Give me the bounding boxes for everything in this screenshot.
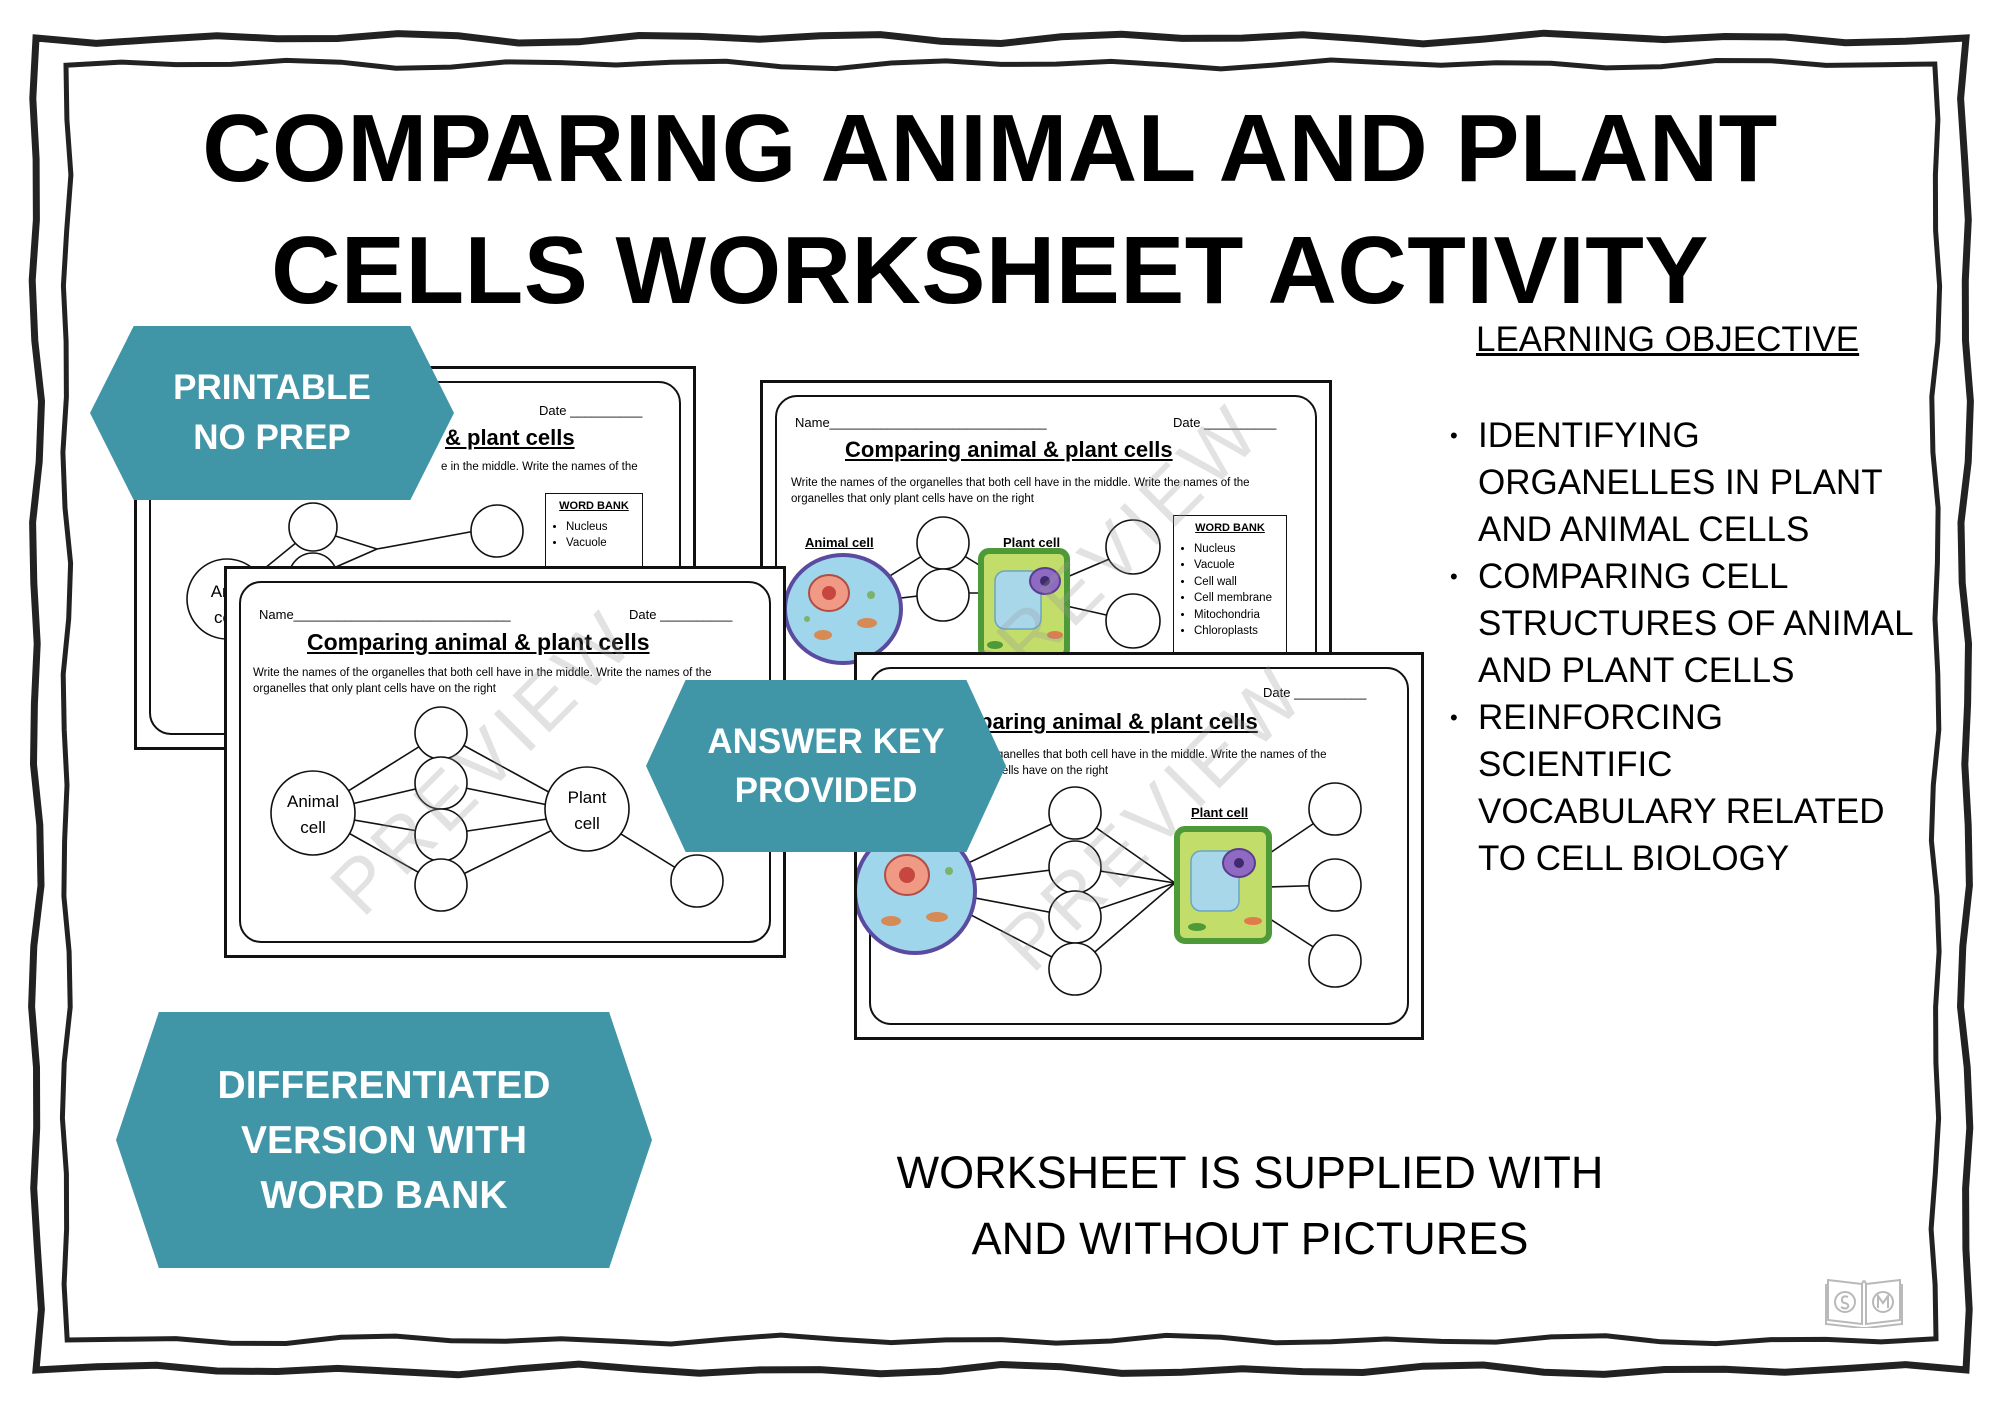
date-field: Date __________ xyxy=(1263,685,1367,700)
learning-objective-list: IDENTIFYING ORGANELLES IN PLANT AND ANIM… xyxy=(1450,412,1920,882)
organelle-circle xyxy=(1308,934,1362,988)
date-field: Date __________ xyxy=(1173,415,1277,430)
worksheet-preview-front-left: Name______________________________ Date … xyxy=(224,566,786,958)
organelle-circle xyxy=(470,504,524,558)
name-field: Name______________________________ xyxy=(795,415,1047,430)
organelle-circle xyxy=(288,502,338,552)
learning-objective-item: IDENTIFYING ORGANELLES IN PLANT AND ANIM… xyxy=(1450,412,1920,553)
pictures-note-line-1: WORKSHEET IS SUPPLIED WITH xyxy=(896,1147,1604,1198)
worksheet-title: paring animal & plant cells xyxy=(979,709,1258,734)
worksheet-title: & plant cells xyxy=(445,425,575,450)
organelle-diagram xyxy=(857,782,1362,996)
date-field: Date __________ xyxy=(539,403,643,418)
animal-cell-label: Animal cell xyxy=(805,535,874,550)
organelle-circle xyxy=(1105,593,1161,649)
animal-cell-picture xyxy=(857,827,977,955)
organelle-diagram xyxy=(270,706,724,912)
organelle-circle xyxy=(1105,519,1161,575)
worksheet-instructions: e organelles that both cell have in the … xyxy=(977,749,1327,777)
answer-key-badge: ANSWER KEY PROVIDED xyxy=(646,680,1006,852)
word-bank: WORD BANK Nucleus Vacuole Cell wall Cell… xyxy=(1173,515,1287,667)
plant-cell-circle xyxy=(544,766,630,852)
badge-line: PRINTABLE xyxy=(173,368,371,407)
organelle-circle xyxy=(1308,782,1362,836)
word-bank-item: Cell wall xyxy=(1194,574,1286,591)
printable-no-prep-badge: PRINTABLE NO PREP xyxy=(90,326,454,500)
pictures-note: WORKSHEET IS SUPPLIED WITH AND WITHOUT P… xyxy=(820,1140,1680,1272)
word-bank-item: Cell membrane xyxy=(1194,590,1286,607)
organelle-circle xyxy=(1048,942,1102,996)
learning-objective-item: REINFORCING SCIENTIFIC VOCABULARY RELATE… xyxy=(1450,694,1920,882)
title-line-2: CELLS WORKSHEET ACTIVITY xyxy=(271,217,1709,324)
book-logo-icon xyxy=(1825,1278,1903,1328)
organelle-circle xyxy=(916,568,970,622)
plant-cell-label: Plant cell xyxy=(1003,535,1061,550)
worksheet-instructions: e in the middle. Write the names of the xyxy=(441,461,638,473)
animal-cell-circle-label: Animal cell xyxy=(287,792,339,837)
learning-objective-heading: LEARNING OBJECTIVE xyxy=(1476,320,1860,359)
plant-cell-picture xyxy=(1174,826,1272,944)
badge-line: WORD BANK xyxy=(260,1173,508,1217)
organelle-circle xyxy=(670,854,724,908)
badge-line: VERSION WITH xyxy=(240,1118,527,1162)
organelle-circle xyxy=(1308,858,1362,912)
title-line-1: COMPARING ANIMAL AND PLANT xyxy=(202,95,1778,202)
plant-cell-label: Plant cell xyxy=(1191,805,1249,820)
plant-cell-circle-label: Plant cell xyxy=(567,788,607,833)
badge-line: NO PREP xyxy=(193,418,351,457)
animal-cell-picture xyxy=(783,553,903,665)
page-title: COMPARING ANIMAL AND PLANT CELLS WORKSHE… xyxy=(150,88,1830,332)
word-bank-item: Nucleus xyxy=(566,519,642,536)
word-bank-item: Vacuole xyxy=(566,535,642,552)
worksheet-title: Comparing animal & plant cells xyxy=(845,437,1173,462)
word-bank-item: Vacuole xyxy=(1194,557,1286,574)
worksheet-instructions: Write the names of the organelles that b… xyxy=(253,667,712,695)
organelle-circle xyxy=(414,858,468,912)
organelle-circle xyxy=(916,516,970,570)
word-bank-item: Chloroplasts xyxy=(1194,623,1286,640)
word-bank-item: Nucleus xyxy=(1194,541,1286,558)
worksheet-title: Comparing animal & plant cells xyxy=(307,629,650,655)
badge-line: DIFFERENTIATED xyxy=(217,1063,551,1107)
organelle-circle xyxy=(1048,786,1102,840)
differentiated-version-badge: DIFFERENTIATED VERSION WITH WORD BANK xyxy=(116,1012,652,1268)
pictures-note-line-2: AND WITHOUT PICTURES xyxy=(971,1213,1529,1264)
learning-objective-item: COMPARING CELL STRUCTURES OF ANIMAL AND … xyxy=(1450,553,1920,694)
plant-cell-picture xyxy=(978,548,1070,660)
date-field: Date __________ xyxy=(629,607,733,622)
badge-line: PROVIDED xyxy=(734,771,918,810)
word-bank-item: Mitochondria xyxy=(1194,607,1286,624)
name-field: Name______________________________ xyxy=(259,607,511,622)
animal-cell-circle xyxy=(270,770,356,856)
organelle-diagram xyxy=(783,516,1161,665)
worksheet-instructions: Write the names of the organelles that b… xyxy=(791,477,1250,505)
badge-line: ANSWER KEY xyxy=(707,722,945,761)
